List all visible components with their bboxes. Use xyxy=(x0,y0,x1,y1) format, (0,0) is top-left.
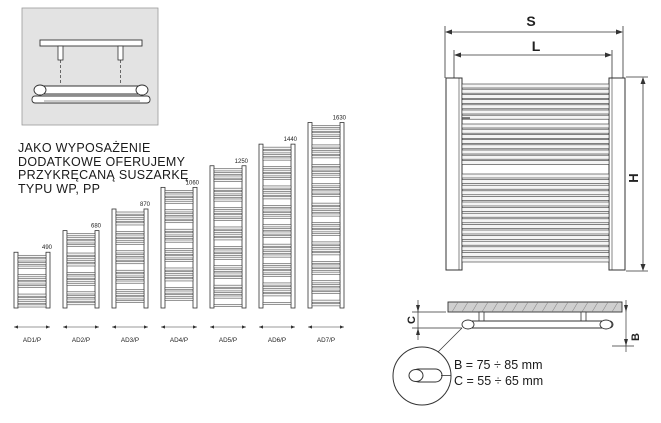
front-bar xyxy=(461,104,610,110)
arrow-head xyxy=(161,325,165,329)
front-bar xyxy=(461,160,610,165)
front-bar xyxy=(461,154,610,160)
front-bar xyxy=(461,224,610,229)
caption-line: TYPU WP, PP xyxy=(18,181,101,196)
front-bar xyxy=(461,179,610,184)
model-height-label: 870 xyxy=(140,202,151,208)
dim-label-s: S xyxy=(526,13,535,29)
front-bar xyxy=(461,94,610,99)
dryer-inset xyxy=(21,7,159,126)
front-bar xyxy=(461,123,610,129)
formula-c: C = 55 ÷ 65 mm xyxy=(454,374,544,388)
dim-label-h: H xyxy=(626,173,641,182)
model-name-label: AD4/P xyxy=(170,337,188,344)
arrow-head xyxy=(210,325,214,329)
arrow-head xyxy=(242,325,246,329)
arrow-head xyxy=(193,325,197,329)
front-bar xyxy=(461,201,610,207)
model-name-label: AD2/P xyxy=(72,337,90,344)
front-bar xyxy=(461,257,610,263)
front-bar xyxy=(461,83,610,89)
front-bar xyxy=(461,149,610,155)
front-bar xyxy=(461,144,610,150)
front-bar xyxy=(461,173,610,179)
front-view-radiator xyxy=(444,26,648,272)
model-height-label: 1060 xyxy=(186,180,200,186)
front-bar xyxy=(461,218,610,224)
caption-line: DODATKOWE OFERUJEMY xyxy=(18,154,186,169)
radiator-model xyxy=(111,208,149,309)
front-bar xyxy=(461,109,610,115)
radiator-model xyxy=(209,165,247,309)
arrow-head xyxy=(308,325,312,329)
front-bar xyxy=(461,240,610,246)
front-bar xyxy=(461,128,610,134)
model-height-label: 1250 xyxy=(235,159,249,165)
model-name-label: AD7/P xyxy=(317,337,335,344)
front-bar xyxy=(461,139,610,144)
front-bar xyxy=(461,212,610,218)
front-bar xyxy=(461,252,610,257)
front-bar xyxy=(461,229,610,235)
radiator-model xyxy=(13,251,51,309)
front-bar xyxy=(461,190,610,196)
radiator-model xyxy=(160,186,198,309)
arrow-head xyxy=(95,325,99,329)
front-bar xyxy=(461,246,610,252)
front-bar xyxy=(461,207,610,212)
model-height-label: 1440 xyxy=(284,137,298,143)
radiator-model xyxy=(258,143,296,309)
arrow-head xyxy=(259,325,263,329)
front-bar xyxy=(461,184,610,190)
model-height-label: 680 xyxy=(91,224,102,230)
caption-line: JAKO WYPOSAŻENIE xyxy=(18,141,151,155)
side-view-mounting xyxy=(412,300,634,353)
front-bar xyxy=(461,235,610,240)
dim-label-b: B xyxy=(630,333,642,341)
model-name-label: AD3/P xyxy=(121,337,139,344)
dim-label-c: C xyxy=(406,316,418,324)
radiator-model xyxy=(307,122,345,309)
arrow-head xyxy=(46,325,50,329)
model-name-label: AD1/P xyxy=(23,337,41,344)
model-height-label: 1630 xyxy=(333,116,347,122)
front-bar xyxy=(461,99,610,104)
dryer-caption: JAKO WYPOSAŻENIE DODATKOWE OFERUJEMY PRZ… xyxy=(18,141,189,196)
front-bar xyxy=(461,114,610,120)
radiator-model xyxy=(62,230,100,309)
model-name-label: AD6/P xyxy=(268,337,286,344)
model-name-label: AD5/P xyxy=(219,337,237,344)
arrow-head xyxy=(112,325,116,329)
dim-label-l: L xyxy=(532,38,541,54)
front-bar xyxy=(461,134,610,139)
arrow-head xyxy=(340,325,344,329)
arrow-head xyxy=(144,325,148,329)
detail-circle xyxy=(392,346,452,406)
front-bar xyxy=(461,88,610,94)
formula-b: B = 75 ÷ 85 mm xyxy=(454,358,543,372)
caption-line: PRZYKRĘCANĄ SUSZARKĘ xyxy=(18,168,189,182)
arrow-head xyxy=(14,325,18,329)
front-bar xyxy=(461,196,610,201)
model-height-label: 490 xyxy=(42,245,53,251)
arrow-head xyxy=(63,325,67,329)
arrow-head xyxy=(291,325,295,329)
